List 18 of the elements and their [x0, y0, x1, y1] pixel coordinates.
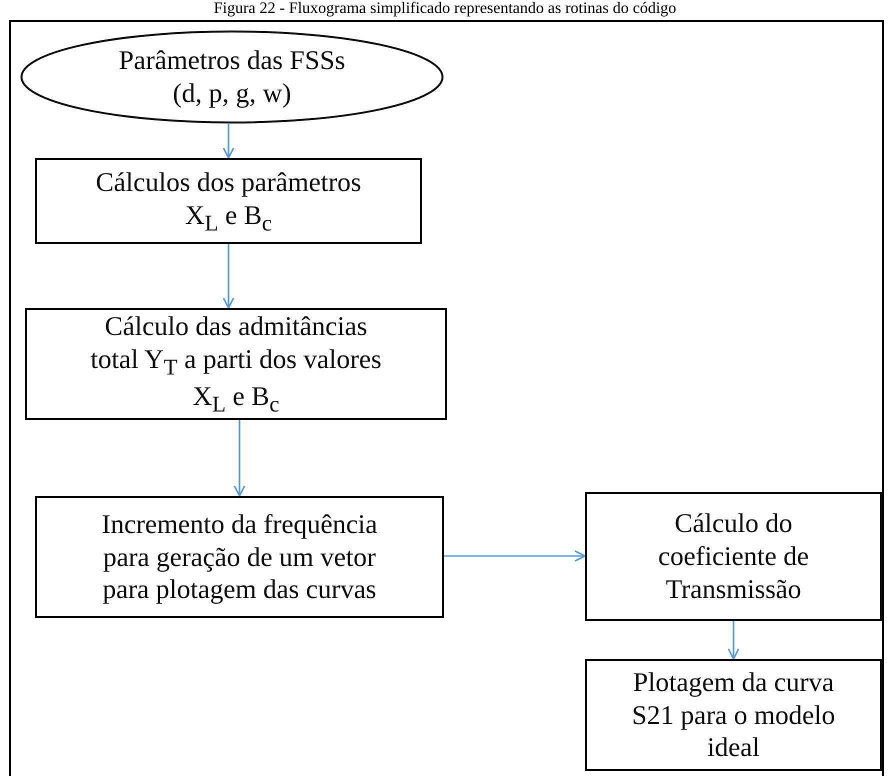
arrow	[728, 621, 740, 660]
arrow	[234, 420, 246, 497]
process-box	[585, 659, 882, 771]
node-label: Plotagem da curva S21 para o modelo ideal	[630, 666, 836, 764]
arrow	[222, 244, 234, 309]
process-box	[35, 158, 422, 244]
node-label: Cálculos dos parâmetros X$_{L}$ e B$_{c}$	[94, 166, 362, 236]
process-box	[35, 496, 444, 618]
process-box	[25, 308, 447, 420]
process-box	[585, 492, 882, 621]
arrow	[222, 124, 234, 159]
node-label: Cálculo do coeficiente de Transmissão	[657, 507, 810, 606]
arrow	[444, 550, 586, 562]
figure-title: Figura 22 - Fluxograma simplificado representando as rotinas do código	[212, 0, 678, 18]
start-ellipse	[20, 30, 444, 124]
node-label: Incremento da frequência para geração de um vetor para plotagem das curvas	[100, 508, 378, 606]
node-label: Cálculo das admitâncias total Y$_{T}$ a parti dos valores X$_{L}$ e B$_{c}$	[90, 310, 382, 418]
node-label: Parâmetros das FSSs (d, p, g, w)	[118, 44, 346, 110]
